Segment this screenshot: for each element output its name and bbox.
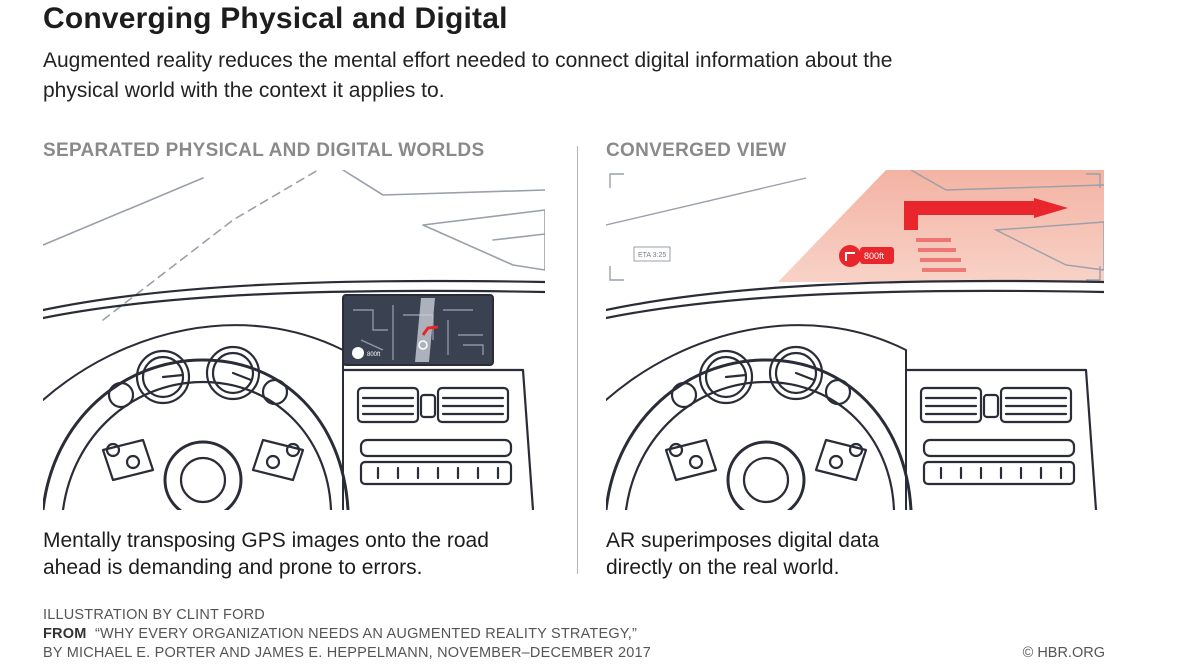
copyright: © HBR.ORG <box>1022 645 1105 661</box>
illustration-credit: ILLUSTRATION BY CLINT FORD <box>43 607 265 623</box>
caption-converged-line1: AR superimposes digital data <box>606 529 880 552</box>
caption-separated: Mentally transposing GPS images onto the… <box>43 527 489 581</box>
instrument-cluster <box>107 345 289 409</box>
ar-distance-label: 800ft <box>864 251 885 261</box>
center-console <box>341 368 535 510</box>
road-scene <box>43 170 545 321</box>
hud-frame <box>606 170 1104 281</box>
caption-separated-line2: ahead is demanding and prone to errors. <box>43 556 423 579</box>
ar-distance-badge: 800ft <box>839 245 894 267</box>
center-console-right <box>904 368 1098 510</box>
caption-converged-line2: directly on the real world. <box>606 556 840 579</box>
gps-screen: 800ft <box>342 294 494 366</box>
panel-label-converged: CONVERGED VIEW <box>606 140 787 161</box>
page-subtitle: Augmented reality reduces the mental eff… <box>43 49 893 102</box>
source-line: FROM “WHY EVERY ORGANIZATION NEEDS AN AU… <box>43 626 637 642</box>
authors-line: BY MICHAEL E. PORTER AND JAMES E. HEPPEL… <box>43 645 652 661</box>
caption-separated-line1: Mentally transposing GPS images onto the… <box>43 529 489 552</box>
article-title: “WHY EVERY ORGANIZATION NEEDS AN AUGMENT… <box>94 626 638 642</box>
panel-divider <box>577 146 578 574</box>
steering-wheel-right <box>606 358 913 510</box>
gps-distance-label: 800ft <box>367 352 381 358</box>
car-dashboard-illustration-left: 800ft <box>43 170 545 510</box>
instrument-cluster-right <box>670 345 852 409</box>
eta-label: ETA 3:25 <box>638 252 666 259</box>
from-label: FROM <box>43 626 87 642</box>
caption-converged: AR superimposes digital data directly on… <box>606 527 879 581</box>
page-title: Converging Physical and Digital <box>43 2 508 35</box>
panel-label-separated: SEPARATED PHYSICAL AND DIGITAL WORLDS <box>43 140 485 161</box>
eta-box <box>633 246 671 262</box>
car-dashboard-illustration-right: 800ft ETA 3:25 <box>606 170 1104 510</box>
steering-wheel <box>43 358 350 510</box>
ar-turn-arrow <box>904 198 1068 272</box>
